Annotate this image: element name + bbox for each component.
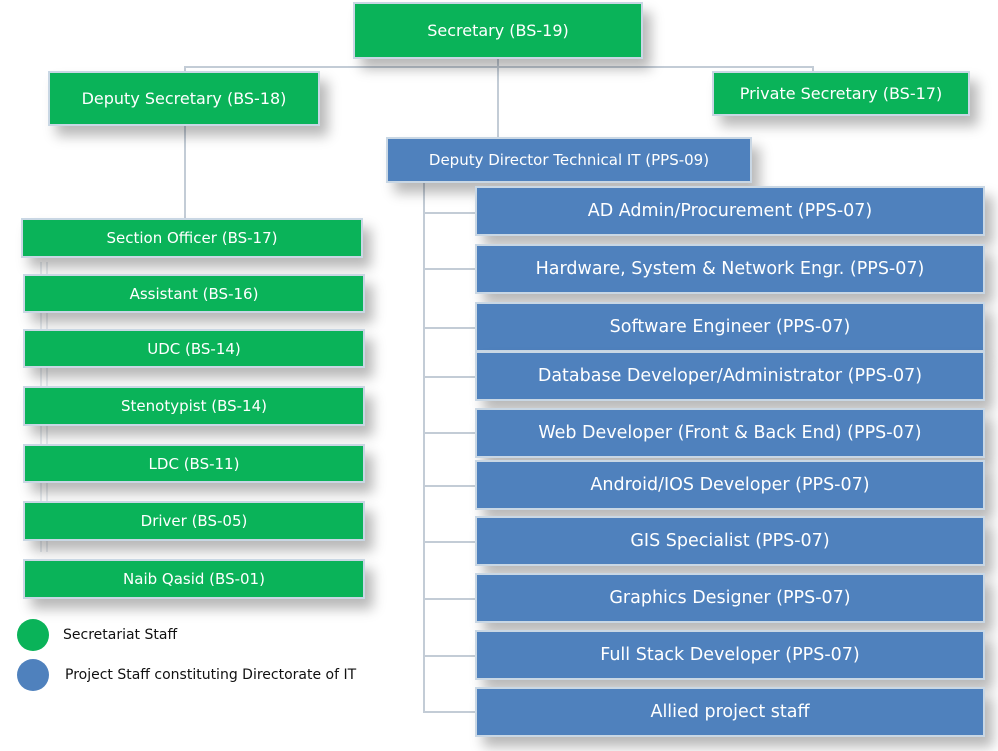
project-node: Web Developer (Front & Back End) (PPS-07… bbox=[475, 408, 985, 458]
staff-label: Naib Qasid (BS-01) bbox=[123, 570, 265, 588]
staff-node: Driver (BS-05) bbox=[23, 501, 365, 541]
project-label: Database Developer/Administrator (PPS-07… bbox=[537, 366, 923, 386]
deputy-secretary-node: Deputy Secretary (BS-18) bbox=[48, 71, 320, 126]
project-node: Database Developer/Administrator (PPS-07… bbox=[475, 351, 985, 401]
connector-line bbox=[423, 268, 477, 270]
project-label: Web Developer (Front & Back End) (PPS-07… bbox=[538, 423, 922, 443]
project-label: Hardware, System & Network Engr. (PPS-07… bbox=[535, 259, 925, 279]
staff-label: Driver (BS-05) bbox=[140, 512, 248, 530]
connector-line bbox=[423, 655, 477, 657]
project-node: Allied project staff bbox=[475, 687, 985, 737]
connector-line bbox=[423, 598, 477, 600]
staff-label: Stenotypist (BS-14) bbox=[121, 397, 267, 415]
project-label: Full Stack Developer (PPS-07) bbox=[600, 645, 860, 665]
project-label: AD Admin/Procurement (PPS-07) bbox=[587, 201, 873, 221]
connector-line bbox=[497, 58, 499, 138]
project-node: Hardware, System & Network Engr. (PPS-07… bbox=[475, 244, 985, 294]
connector-line bbox=[184, 66, 186, 72]
private-secretary-node: Private Secretary (BS-17) bbox=[712, 71, 970, 116]
connector-line bbox=[423, 327, 477, 329]
project-node: Full Stack Developer (PPS-07) bbox=[475, 630, 985, 680]
connector-line bbox=[423, 485, 477, 487]
project-node: GIS Specialist (PPS-07) bbox=[475, 516, 985, 566]
project-node: Graphics Designer (PPS-07) bbox=[475, 573, 985, 623]
project-label: Android/IOS Developer (PPS-07) bbox=[590, 475, 870, 495]
project-label: GIS Specialist (PPS-07) bbox=[630, 531, 830, 551]
staff-node: Assistant (BS-16) bbox=[23, 274, 365, 313]
staff-label: LDC (BS-11) bbox=[148, 454, 240, 473]
connector-line bbox=[423, 376, 477, 378]
deputy-secretary-label: Deputy Secretary (BS-18) bbox=[81, 89, 287, 108]
connector-line bbox=[184, 66, 814, 68]
project-node: Software Engineer (PPS-07) bbox=[475, 302, 985, 352]
staff-label: UDC (BS-14) bbox=[147, 339, 241, 358]
connector-line bbox=[423, 541, 477, 543]
private-secretary-label: Private Secretary (BS-17) bbox=[739, 84, 943, 103]
legend-project-dot bbox=[17, 659, 49, 691]
connector-line bbox=[423, 181, 425, 713]
staff-node: LDC (BS-11) bbox=[23, 444, 365, 483]
connector-line bbox=[423, 212, 477, 214]
secretary-label: Secretary (BS-19) bbox=[427, 21, 569, 40]
project-label: Allied project staff bbox=[650, 702, 810, 722]
connector-line bbox=[423, 711, 477, 713]
staff-node: Section Officer (BS-17) bbox=[21, 218, 363, 258]
project-node: AD Admin/Procurement (PPS-07) bbox=[475, 186, 985, 236]
staff-label: Section Officer (BS-17) bbox=[106, 229, 278, 247]
project-label: Graphics Designer (PPS-07) bbox=[609, 588, 851, 608]
legend-project-label: Project Staff constituting Directorate o… bbox=[65, 667, 357, 683]
staff-node: Naib Qasid (BS-01) bbox=[23, 559, 365, 599]
connector-line bbox=[423, 432, 477, 434]
deputy-director-label: Deputy Director Technical IT (PPS-09) bbox=[428, 151, 710, 169]
deputy-director-node: Deputy Director Technical IT (PPS-09) bbox=[386, 137, 752, 183]
staff-node: UDC (BS-14) bbox=[23, 329, 365, 368]
secretary-node: Secretary (BS-19) bbox=[353, 2, 643, 59]
connector-line bbox=[812, 66, 814, 72]
staff-node: Stenotypist (BS-14) bbox=[23, 386, 365, 426]
connector-line bbox=[184, 124, 186, 220]
legend-secretariat-dot bbox=[17, 619, 49, 651]
legend-secretariat-label: Secretariat Staff bbox=[63, 627, 178, 643]
staff-label: Assistant (BS-16) bbox=[129, 284, 259, 303]
project-node: Android/IOS Developer (PPS-07) bbox=[475, 460, 985, 510]
project-label: Software Engineer (PPS-07) bbox=[609, 317, 851, 337]
